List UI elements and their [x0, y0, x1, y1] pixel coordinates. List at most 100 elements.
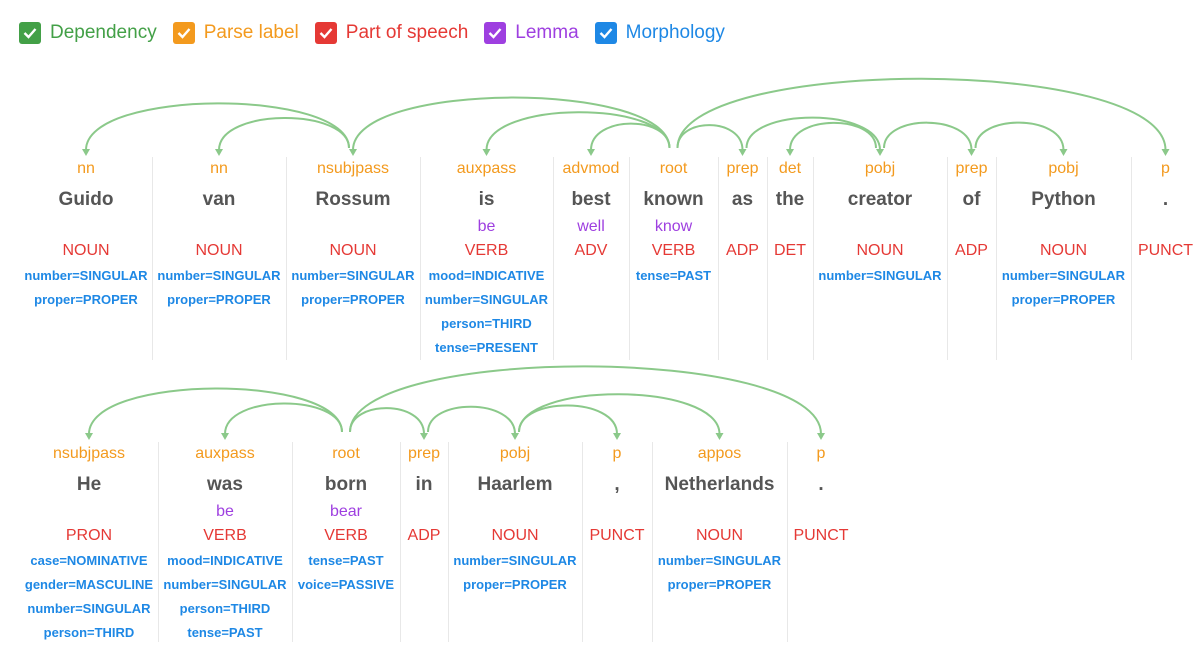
dependency-arc [88, 387, 343, 435]
column-separator [813, 157, 814, 360]
dependency-arc [349, 407, 425, 435]
token-pos: NOUN [695, 527, 744, 544]
token-pos: PUNCT [793, 527, 849, 544]
legend-label: Lemma [515, 22, 579, 43]
column-separator [582, 442, 583, 642]
dependency-arc [789, 121, 877, 151]
dependency-arc [427, 405, 516, 435]
parse-label: auxpass [456, 160, 517, 177]
legend-label: Part of speech [345, 22, 469, 43]
morph-feature: gender=MASCULINE [24, 577, 154, 592]
morph-feature: number=SINGULAR [424, 292, 549, 307]
column-separator [787, 442, 788, 642]
token-word: in [415, 474, 433, 495]
token-pos: VERB [464, 242, 509, 259]
token: p.PUNCT [787, 442, 855, 647]
dependency-arc [518, 393, 721, 435]
arrowhead-icon [511, 433, 519, 440]
morph-feature: number=SINGULAR [818, 268, 942, 283]
token-pos: ADV [574, 242, 608, 259]
parse-label: det [778, 160, 802, 177]
arrowhead-icon [221, 433, 229, 440]
checkbox-checked-icon[interactable] [594, 22, 617, 44]
dependency-arc [676, 124, 744, 151]
dependency-arc [224, 402, 343, 435]
token-pos: NOUN [329, 242, 377, 259]
token-pos: ADP [726, 242, 759, 259]
parse-label: prep [407, 445, 441, 462]
token-word: born [324, 474, 368, 495]
token-morphology: number=SINGULAR proper=PROPER [152, 264, 286, 312]
token-pos: VERB [651, 242, 696, 259]
column-separator [652, 442, 653, 642]
morph-feature: proper=PROPER [167, 292, 271, 307]
checkbox-checked-icon[interactable] [172, 22, 195, 44]
legend-lemma[interactable]: Lemma [484, 22, 579, 44]
morph-feature: number=SINGULAR [157, 268, 281, 283]
token-word: was [207, 474, 243, 495]
parse-label: auxpass [195, 445, 255, 462]
dependency-arc [745, 116, 881, 151]
checkbox-checked-icon[interactable] [19, 22, 41, 44]
token-word: Netherlands [664, 474, 775, 495]
parse-label: p [816, 445, 826, 462]
checkbox-checked-icon[interactable] [484, 22, 507, 44]
morph-feature: tense=PRESENT [435, 340, 538, 355]
dependency-arc [590, 122, 671, 151]
token-word: the [775, 189, 805, 210]
token-pos: DET [774, 242, 806, 259]
column-separator [286, 157, 287, 360]
token-pos: ADP [955, 242, 988, 259]
token-morphology: number=SINGULAR proper=PROPER [286, 264, 420, 312]
arrowhead-icon [817, 433, 825, 440]
token-lemma: be [477, 218, 496, 235]
morph-feature: person=THIRD [441, 316, 532, 331]
token-lemma: be [216, 503, 234, 520]
column-separator [718, 157, 719, 360]
parse-label: root [332, 445, 360, 462]
parse-label: nn [210, 160, 228, 177]
checkbox-checked-icon[interactable] [314, 22, 337, 44]
arrowhead-icon [587, 149, 595, 156]
token-pos: PUNCT [1137, 242, 1194, 259]
legend: Dependency Parse label Part of speech Le… [19, 20, 741, 46]
dependency-arcs [85, 365, 825, 440]
column-separator [553, 157, 554, 360]
column-separator [292, 442, 293, 642]
legend-label: Parse label [203, 22, 299, 43]
token-word: is [478, 189, 495, 210]
legend-label: Morphology [625, 22, 725, 43]
arrowhead-icon [967, 149, 976, 156]
token-word: van [202, 189, 236, 210]
token-pos: NOUN [195, 242, 243, 259]
legend-part-of-speech[interactable]: Part of speech [314, 22, 469, 44]
morph-feature: number=SINGULAR [291, 268, 415, 283]
morph-feature: tense=PAST [187, 625, 263, 640]
legend-dependency[interactable]: Dependency [19, 22, 157, 44]
column-separator [996, 157, 997, 360]
legend-morphology[interactable]: Morphology [594, 22, 725, 44]
morph-feature: number=SINGULAR [24, 268, 148, 283]
morph-feature: case=NOMINATIVE [30, 553, 148, 568]
parse-label: pobj [1048, 160, 1079, 177]
morph-feature: proper=PROPER [301, 292, 405, 307]
arrowhead-icon [786, 149, 794, 156]
legend-parse-label[interactable]: Parse label [172, 22, 299, 44]
dependency-arc [676, 77, 1167, 151]
